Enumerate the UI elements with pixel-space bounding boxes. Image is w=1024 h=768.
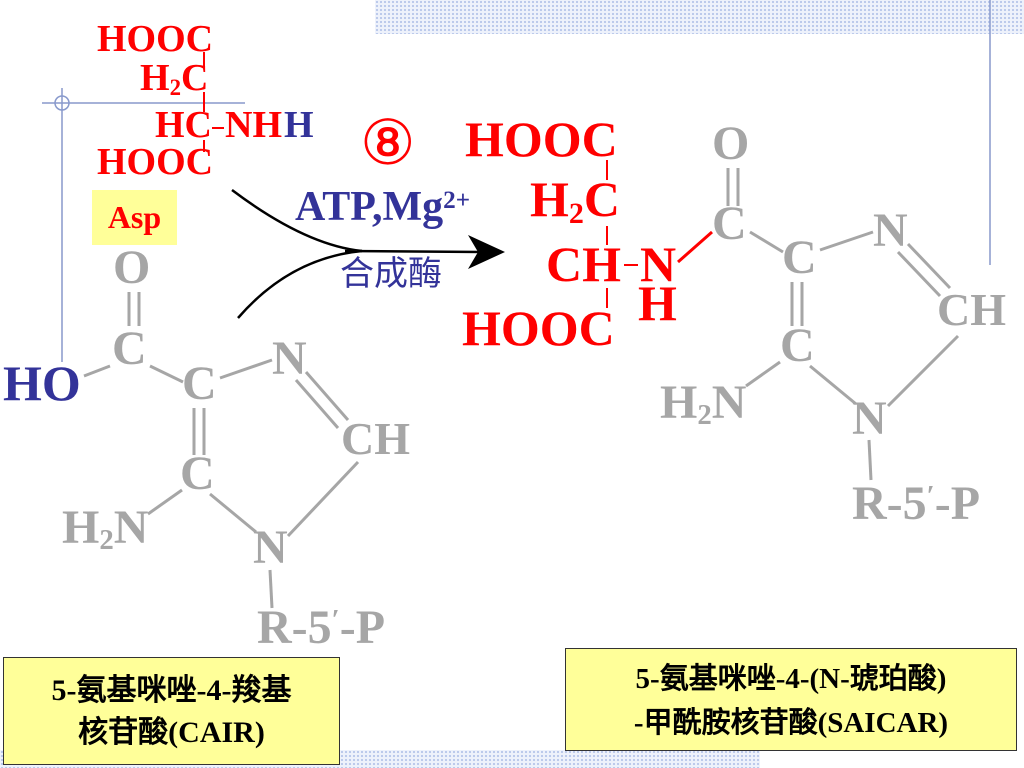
cair-bond-n3ch-2 [304, 371, 350, 421]
saicar-c4: C [782, 231, 817, 284]
accent-crosshair-circle [54, 95, 70, 111]
asp-carboxyl-bottom: HOOC [97, 141, 214, 183]
cair-bond-c4-n3 [219, 358, 273, 380]
saicar-nh2-n: N [711, 376, 747, 429]
saicar-nh-h: H [638, 275, 677, 331]
arrow-curve-upper [231, 189, 363, 253]
asp-ch2-c: C [180, 57, 209, 99]
cair-o: O [113, 241, 151, 294]
saicar-ch2: H2C [530, 171, 621, 228]
cair-name-box: 5-氨基咪唑-4-羧基 核苷酸(CAIR) [3, 657, 340, 765]
cair-name-line-2: 核苷酸(CAIR) [78, 716, 265, 749]
arrow-head [468, 235, 505, 269]
saicar-ch2-c: C [583, 171, 621, 227]
top-decor-band [375, 0, 1024, 34]
asp-h-extra: H [284, 104, 314, 146]
saicar-bond-c-c4 [749, 230, 784, 254]
saicar-bond-c4-n3 [819, 230, 874, 252]
saicar-n3: N [873, 204, 908, 257]
saicar-ch-ring: CH [937, 284, 1006, 335]
cair-c4: C [182, 357, 217, 410]
cair-c5: C [180, 447, 215, 500]
asp-ch2: H2C [140, 57, 209, 101]
cair-bond-c5-nh2 [147, 488, 183, 516]
saicar-bond-ch-n1 [886, 334, 960, 408]
asp-carboxyl-top: HOOC [97, 18, 214, 60]
saicar-ribose-p: -P [934, 477, 981, 530]
reagents: ATP,Mg [295, 184, 444, 230]
saicar-ch2-sub: 2 [568, 196, 584, 230]
saicar-name-line-1: 5-氨基咪唑-4-(N-琥珀酸) [635, 663, 947, 695]
asp-label-box: Asp [92, 190, 177, 245]
step-marker: ⑧ [360, 106, 416, 179]
cair-c-carboxyl: C [112, 322, 147, 375]
asp-ch2-h: H [140, 57, 170, 99]
mg-charge: 2+ [443, 186, 471, 214]
saicar-c5: C [780, 319, 815, 372]
reaction-conditions: ATP,Mg2+ [295, 186, 470, 228]
cair-ribose-p: -P [339, 601, 386, 654]
cair-ribose-phosphate: R-5′-P [257, 604, 385, 652]
asp-nh: NH [225, 104, 282, 146]
cair-bond-c-oh [83, 364, 111, 378]
saicar-bond-n1-r [867, 439, 873, 481]
cair-nh2: H2N [62, 501, 149, 555]
saicar-o: O [712, 117, 750, 170]
cair-ribose-prime: ′ [331, 604, 340, 637]
asp-label: Asp [107, 199, 162, 235]
saicar-bond-n-amide [677, 230, 713, 264]
cair-bond-c-c4 [149, 364, 184, 384]
cair-name-line-1: 5-氨基咪唑-4-羧基 [51, 674, 292, 707]
saicar-bond-c5-nh2 [745, 360, 781, 388]
arrow-shaft [344, 249, 483, 254]
saicar-nh2: H2N [660, 376, 747, 430]
cair-bond-c5-n1 [209, 492, 257, 534]
saicar-ch2-h: H [530, 171, 569, 227]
saicar-n1: N [852, 392, 887, 445]
saicar-carboxyl-top: HOOC [465, 111, 618, 167]
enzyme-name: 合成酶 [340, 256, 442, 293]
cair-nh2-sub: 2 [99, 524, 114, 557]
saicar-ribose-phosphate: R-5′-P [852, 480, 980, 528]
cair-nh2-n: N [113, 501, 149, 554]
asp-ch2-sub: 2 [169, 75, 181, 101]
saicar-carboxyl-bottom: HOOC [462, 300, 615, 356]
saicar-bond-n3ch-2 [906, 242, 952, 290]
cair-n1: N [253, 521, 288, 574]
cair-bond-n3ch-1 [294, 379, 340, 429]
cair-bond-ch-n1 [286, 460, 360, 538]
saicar-ribose-r: R-5 [852, 477, 927, 530]
cair-ch: CH [341, 413, 410, 464]
saicar-bond-c5-n1 [809, 364, 857, 406]
cair-bond-n1-r [268, 569, 274, 609]
saicar-n: N [640, 236, 677, 292]
saicar-name-line-2: -甲酰胺核苷酸(SAICAR) [633, 707, 949, 739]
saicar-bond-n3ch-1 [896, 250, 942, 298]
saicar-ch: CH [546, 236, 621, 292]
saicar-ribose-prime: ′ [926, 480, 935, 513]
saicar-nh2-h: H [660, 376, 698, 429]
saicar-c-amide: C [712, 197, 747, 250]
cair-ho: HO [3, 355, 81, 411]
saicar-nh2-sub: 2 [697, 399, 712, 432]
cair-n3: N [272, 332, 307, 385]
asp-ch: HC [155, 104, 212, 146]
cair-ribose-r: R-5 [257, 601, 332, 654]
cair-nh2-h: H [62, 501, 100, 554]
arrow-curve-lower [237, 249, 363, 319]
saicar-name-box: 5-氨基咪唑-4-(N-琥珀酸) -甲酰胺核苷酸(SAICAR) [565, 648, 1017, 751]
